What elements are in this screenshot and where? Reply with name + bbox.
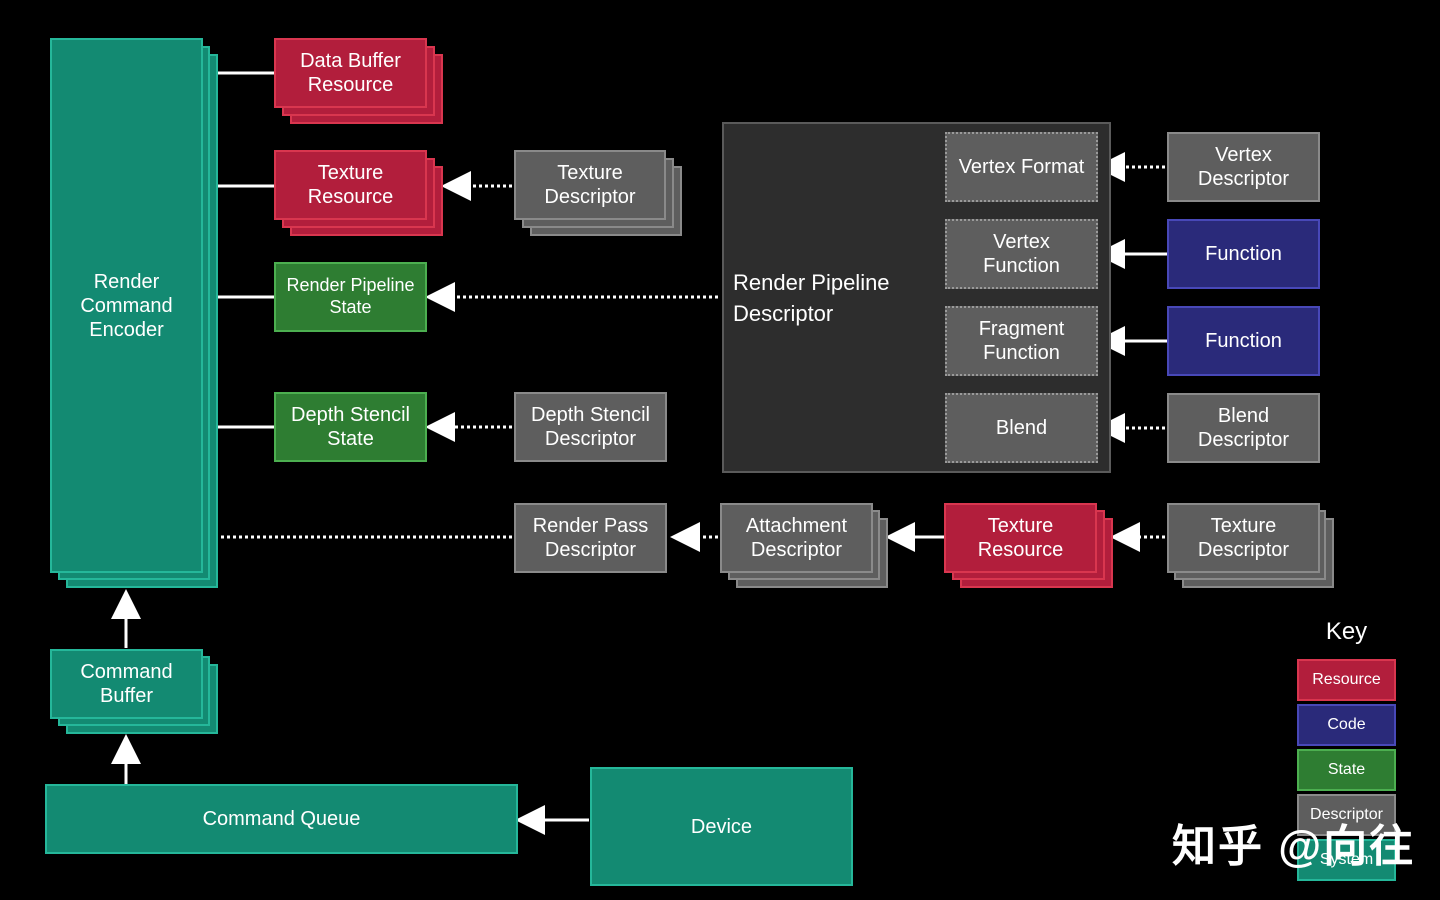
attachment-label-1: Attachment xyxy=(745,515,848,537)
texture-descriptor-bottom[interactable]: Texture Descriptor xyxy=(1167,503,1320,573)
command-buffer[interactable]: Command Buffer xyxy=(50,649,203,719)
function-vertex-label: Function xyxy=(1205,243,1282,265)
pipeline-state-label-1: Render Pipeline xyxy=(286,275,415,296)
command-queue-label: Command Queue xyxy=(202,808,361,830)
texture-resource-bottom[interactable]: Texture Resource xyxy=(944,503,1097,573)
encoder-label-3: Encoder xyxy=(89,318,164,341)
render-pipeline-descriptor-label: Render Pipeline Descriptor xyxy=(733,268,890,330)
render-pass-label-1: Render Pass xyxy=(532,515,649,537)
render-pipeline-state[interactable]: Render Pipeline State xyxy=(274,262,427,332)
texture-resource-bottom-label-1: Texture xyxy=(987,515,1054,537)
function-fragment-label: Function xyxy=(1205,330,1282,352)
function-fragment[interactable]: Function xyxy=(1167,306,1320,376)
key-descriptor: Descriptor xyxy=(1297,794,1396,836)
key-resource: Resource xyxy=(1297,659,1396,701)
blend-descriptor[interactable]: Blend Descriptor xyxy=(1167,393,1320,463)
blend-label: Blend xyxy=(995,417,1048,439)
key-system: System xyxy=(1297,839,1396,881)
texture-desc-bottom-label-1: Texture xyxy=(1210,515,1277,537)
device-label: Device xyxy=(690,815,753,838)
data-buffer-label-1: Data Buffer xyxy=(300,50,401,72)
texture-descriptor-top[interactable]: Texture Descriptor xyxy=(514,150,666,220)
texture-resource-top-label-2: Resource xyxy=(307,186,394,208)
depth-state-label-1: Depth Stencil xyxy=(291,404,410,426)
vertex-desc-label-1: Vertex xyxy=(1215,144,1272,166)
key-state: State xyxy=(1297,749,1396,791)
vertex-descriptor[interactable]: Vertex Descriptor xyxy=(1167,132,1320,202)
vertex-desc-label-2: Descriptor xyxy=(1197,168,1290,190)
texture-resource-bottom-label-2: Resource xyxy=(977,539,1064,561)
command-buffer-label-1: Command xyxy=(80,661,173,683)
attachment-descriptor[interactable]: Attachment Descriptor xyxy=(720,503,873,573)
pipeline-state-label-2: State xyxy=(329,297,372,317)
vertex-format-label: Vertex Format xyxy=(958,156,1085,178)
vertex-function-label-2: Function xyxy=(983,255,1060,277)
blend-desc-label-1: Blend xyxy=(1217,405,1270,427)
pipeline-desc-label-2: Descriptor xyxy=(733,300,834,326)
data-buffer-label-2: Resource xyxy=(307,74,394,96)
texture-resource-top-label-1: Texture xyxy=(317,162,384,184)
vertex-function-label-1: Vertex xyxy=(993,231,1050,253)
command-queue[interactable]: Command Queue xyxy=(45,784,518,854)
encoder-label-2: Command xyxy=(80,294,173,317)
fragment-function[interactable]: Fragment Function xyxy=(945,306,1098,376)
depth-state-label-2: State xyxy=(327,428,374,450)
depth-stencil-state[interactable]: Depth Stencil State xyxy=(274,392,427,462)
key-title: Key xyxy=(1325,618,1368,645)
key-code: Code xyxy=(1297,704,1396,746)
device[interactable]: Device xyxy=(590,767,853,886)
data-buffer-resource[interactable]: Data Buffer Resource xyxy=(274,38,427,108)
texture-desc-top-label-1: Texture xyxy=(557,162,623,184)
vertex-format[interactable]: Vertex Format xyxy=(945,132,1098,202)
function-vertex[interactable]: Function xyxy=(1167,219,1320,289)
render-pass-descriptor[interactable]: Render Pass Descriptor xyxy=(514,503,667,573)
vertex-function[interactable]: Vertex Function xyxy=(945,219,1098,289)
blend-desc-label-2: Descriptor xyxy=(1197,429,1290,451)
encoder-label-1: Render xyxy=(93,270,160,293)
depth-desc-label-1: Depth Stencil xyxy=(531,404,650,426)
fragment-function-label-2: Function xyxy=(983,342,1060,364)
command-buffer-label-2: Buffer xyxy=(100,685,153,707)
attachment-label-2: Descriptor xyxy=(750,539,843,561)
pipeline-desc-label-1: Render Pipeline xyxy=(733,270,890,295)
render-pass-label-2: Descriptor xyxy=(544,539,637,561)
depth-desc-label-2: Descriptor xyxy=(544,428,637,450)
blend[interactable]: Blend xyxy=(945,393,1098,463)
watermark: 知乎 @向往 xyxy=(1172,822,1416,871)
texture-resource-top[interactable]: Texture Resource xyxy=(274,150,427,220)
depth-stencil-descriptor[interactable]: Depth Stencil Descriptor xyxy=(514,392,667,462)
texture-desc-top-label-2: Descriptor xyxy=(544,186,636,208)
render-command-encoder[interactable]: Render Command Encoder xyxy=(50,38,203,573)
texture-desc-bottom-label-2: Descriptor xyxy=(1197,539,1290,561)
fragment-function-label-1: Fragment xyxy=(978,318,1065,340)
